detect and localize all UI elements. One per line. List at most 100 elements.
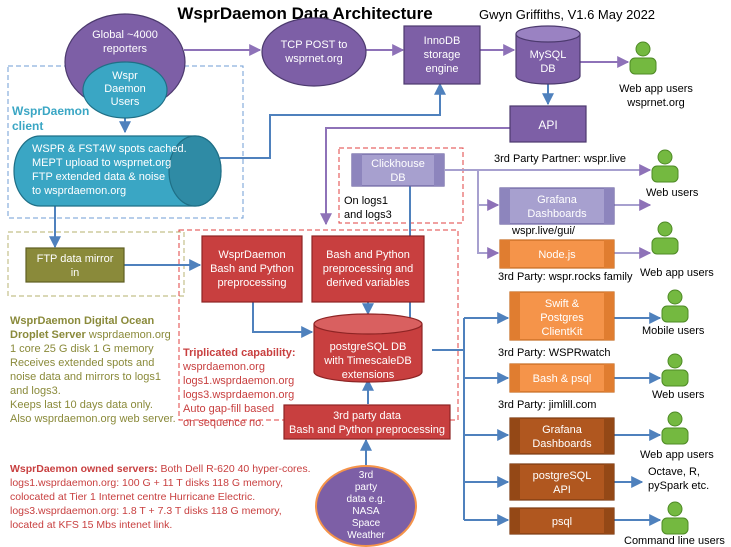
nasa-label-2: party xyxy=(355,482,377,493)
server-line-6: Also wsprdaemon.org web server. xyxy=(10,413,176,425)
server-title-line-2: Droplet Server wsprdaemon.org xyxy=(10,329,171,341)
ftp-mirror-label-2: in xyxy=(71,267,80,279)
web-users-2-label: Web users xyxy=(652,389,705,401)
nasa-label-1: 3rd xyxy=(359,470,373,481)
client-label-1: WsprDaemon xyxy=(12,104,89,118)
tcp-post-label-2: wsprnet.org xyxy=(284,53,342,65)
bash-py-label-3: derived variables xyxy=(326,277,410,289)
ftp-mirror-label-1: FTP data mirror xyxy=(37,253,114,265)
client-cyl-line-1: WSPR & FST4W spots cached. xyxy=(32,143,187,155)
wsprwatch-label: 3rd Party: WSPRwatch xyxy=(498,347,610,359)
wspr-rocks-label: 3rd Party: wspr.rocks family xyxy=(498,271,633,283)
webapp-wsprnet-label-1: Web app users xyxy=(619,83,693,95)
tcp-post-node: TCP POST to wsprnet.org xyxy=(261,17,367,87)
postgres-label-2: with TimescaleDB xyxy=(323,355,411,367)
postgres-bus xyxy=(432,318,465,520)
server-line-3: noise data and mirrors to logs1 xyxy=(10,371,161,383)
arrow-clickhouse-to-grafana xyxy=(477,170,500,211)
user-icon xyxy=(661,411,689,445)
octave-label-1: Octave, R, xyxy=(648,466,700,478)
reporters-label-2: reporters xyxy=(103,43,148,55)
clickhouse-label-1: Clickhouse xyxy=(371,158,425,170)
user-icon xyxy=(661,501,689,535)
mysql-label-2: DB xyxy=(540,63,555,75)
server-host: wsprdaemon.org xyxy=(86,329,171,341)
third-party-data-node: 3rd party data Bash and Python preproces… xyxy=(283,404,451,440)
triplicated-line-1: Triplicated capability: xyxy=(183,347,295,359)
author-label: Gwyn Griffiths, V1.6 May 2022 xyxy=(479,7,655,22)
clickhouse-label-2: DB xyxy=(390,172,405,184)
client-label-2: client xyxy=(12,119,43,133)
server-line-2: Receives extended spots and xyxy=(10,357,154,369)
psql-label: psql xyxy=(552,516,572,528)
wd-bash-label-1: WsprDaemon xyxy=(218,249,285,261)
jimlill-label: 3rd Party: jimlill.com xyxy=(498,399,596,411)
triplicated-line-2: wsprdaemon.org xyxy=(182,361,265,373)
arrow-api-to-preprocess xyxy=(320,127,510,226)
swift-label-2: Postgres xyxy=(540,312,584,324)
web-users-1-label: Web users xyxy=(646,187,699,199)
nasa-label-6: Weather xyxy=(347,530,385,541)
client-group xyxy=(7,65,244,219)
postgres-label-3: extensions xyxy=(342,369,395,381)
nasa-label-3: data e.g. xyxy=(347,494,386,505)
reporters-label-1: Global ~4000 xyxy=(92,29,158,41)
psql-node: psql xyxy=(509,507,615,535)
clickhouse-node: Clickhouse DB xyxy=(351,153,445,187)
user-icon xyxy=(651,221,679,255)
server-line-5: Keeps last 10 days data only. xyxy=(10,399,153,411)
nasa-node: 3rd party data e.g. NASA Space Weather xyxy=(315,465,417,547)
client-cylinder-node: WSPR & FST4W spots cached. MEPT upload t… xyxy=(13,135,222,207)
clickhouse-group xyxy=(338,147,464,224)
wd-users-label-1: Wspr xyxy=(112,70,138,82)
grafana-live-label-2: Dashboards xyxy=(527,208,587,220)
client-cyl-line-3: FTP extended data & noise xyxy=(32,171,165,183)
pg-api-node: postgreSQL API xyxy=(509,463,615,501)
nasa-label-5: Space xyxy=(352,518,381,529)
nasa-label-4: NASA xyxy=(352,506,380,517)
triplicated-line-6: on sequence no. xyxy=(183,417,264,429)
web-app-users-3-label: Web app users xyxy=(640,449,714,461)
innodb-label-2: storage xyxy=(424,49,461,61)
bash-py-node: Bash and Python preprocessing and derive… xyxy=(311,235,425,303)
owned-first: Both Dell R-620 40 hyper-cores. xyxy=(158,463,311,475)
wd-users-node: Wspr Daemon Users xyxy=(82,61,168,119)
owned-title: WsprDaemon owned servers: xyxy=(10,463,158,475)
bash-py-label-1: Bash and Python xyxy=(326,249,410,261)
innodb-node: InnoDB storage engine xyxy=(403,25,481,85)
swift-label-1: Swift & xyxy=(545,298,580,310)
nodejs-node: Node.js xyxy=(499,239,615,269)
third-party-data-label-2: Bash and Python preprocessing xyxy=(289,424,445,436)
bash-py-label-2: preprocessing and xyxy=(323,263,414,275)
grafana-live-node: Grafana Dashboards xyxy=(499,187,615,225)
triplicated-line-5: Auto gap-fill based xyxy=(183,403,274,415)
cmd-users-label: Command line users xyxy=(624,535,725,547)
user-icon xyxy=(651,149,679,183)
on-logs-label-1: On logs1 xyxy=(344,195,388,207)
mysql-node: MySQL DB xyxy=(515,25,581,85)
wd-users-label-3: Users xyxy=(111,96,140,108)
api-label: API xyxy=(538,118,557,132)
grafana-wd-label-2: Dashboards xyxy=(532,438,592,450)
postgres-node: postgreSQL DB with TimescaleDB extension… xyxy=(313,313,423,383)
owned-line-0: WsprDaemon owned servers: Both Dell R-62… xyxy=(10,463,311,475)
user-icon xyxy=(629,41,657,75)
wd-bash-label-2: Bash and Python xyxy=(210,263,294,275)
wd-bash-label-3: preprocessing xyxy=(217,277,286,289)
arrow-clickhouse-to-nodejs xyxy=(477,205,500,259)
on-logs-label-2: and logs3 xyxy=(344,209,392,221)
swift-label-3: ClientKit xyxy=(542,326,583,338)
wd-bash-node: WsprDaemon Bash and Python preprocessing xyxy=(201,235,303,303)
third-party-data-label-1: 3rd party data xyxy=(333,410,402,422)
arrow-wdbash-to-postgres xyxy=(252,302,314,338)
owned-line-4: located at KFS 15 Mbs intenet link. xyxy=(10,519,172,531)
server-title-line-1: WsprDaemon Digital Ocean xyxy=(10,315,155,327)
client-cyl-line-4: to wsprdaemon.org xyxy=(32,185,126,197)
grafana-live-label-1: Grafana xyxy=(537,194,578,206)
wd-users-label-2: Daemon xyxy=(104,83,146,95)
wspr-live-gui-label: wspr.live/gui/ xyxy=(511,225,576,237)
server-line-4: and logs3. xyxy=(10,385,61,397)
client-cyl-line-2: MEPT upload to wsprnet.org xyxy=(32,157,171,169)
api-node: API xyxy=(509,105,587,143)
server-title-bold: Droplet Server xyxy=(10,329,87,341)
